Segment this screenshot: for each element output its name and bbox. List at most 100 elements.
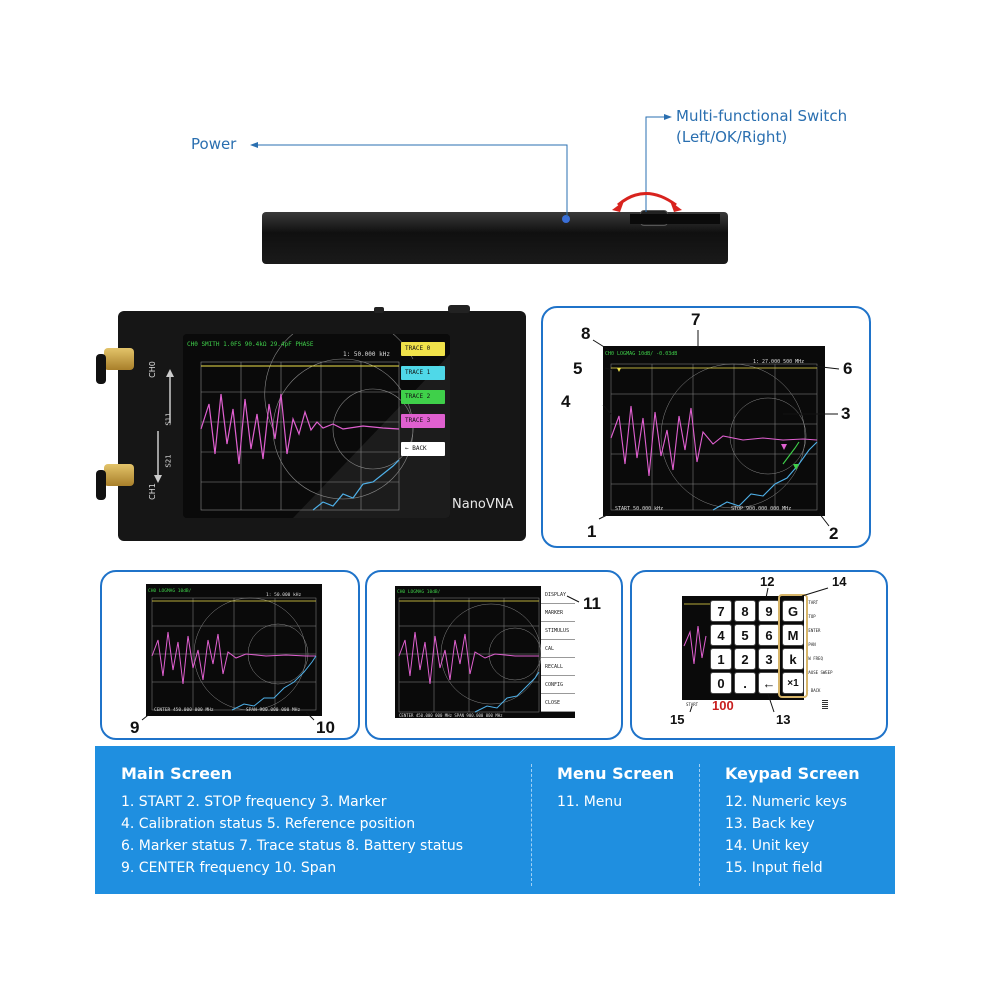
legend-box: Main Screen 1. START 2. STOP frequency 3… xyxy=(95,746,895,894)
numeric-key-7[interactable]: 7 xyxy=(710,600,732,622)
device-side-view xyxy=(262,210,728,264)
input-field[interactable]: START 100 xyxy=(682,698,838,714)
keypad-line-4: 15. Input field xyxy=(725,860,823,876)
main-screen-title: Main Screen xyxy=(121,764,233,783)
unit-key-m[interactable]: M xyxy=(782,624,804,646)
svg-text:CH0 LOGMAG 10dB/: CH0 LOGMAG 10dB/ xyxy=(148,588,192,594)
side-item-start[interactable]: START xyxy=(806,600,819,605)
keypad-line-3: 14. Unit key xyxy=(725,838,810,854)
numeric-key-9[interactable]: 9 xyxy=(758,600,780,622)
span-value[interactable]: SPAN 900.000 000 MHz xyxy=(246,708,301,713)
sma-connector-ch1[interactable] xyxy=(104,464,134,486)
side-item-center[interactable]: CENTER xyxy=(806,628,821,633)
menu-item-marker[interactable]: MARKER xyxy=(541,604,575,622)
center-span-graph: CH0 LOGMAG 10dB/ 1: 50.000 kHz xyxy=(148,588,317,711)
separator-1 xyxy=(531,764,532,886)
menu-item-cal[interactable]: CAL xyxy=(541,640,575,658)
port-arrows xyxy=(154,369,174,483)
side-item-stop[interactable]: STOP xyxy=(806,614,816,619)
device-top-button[interactable] xyxy=(448,305,470,313)
numeric-key-0[interactable]: 0 xyxy=(710,672,732,694)
input-field-cursor-icon xyxy=(822,700,828,710)
svg-text:1: 27.000 500 MHz: 1: 27.000 500 MHz xyxy=(753,359,804,365)
back-button[interactable]: ← BACK xyxy=(401,442,445,456)
switch-label: Multi-functional Switch (Left/OK/Right) xyxy=(676,106,847,148)
main-screen-panel: CH0 LOGMAG 10dB/ -0.03dB 1: 27.000 500 M… xyxy=(541,306,871,548)
unit-key-highlight xyxy=(778,594,808,698)
power-button[interactable] xyxy=(562,215,570,223)
center-panel-leader-lines xyxy=(141,711,315,721)
menu-item-close[interactable]: CLOSE xyxy=(541,694,575,712)
callout-3: 3 xyxy=(841,404,851,423)
menu-item-recall[interactable]: RECALL xyxy=(541,658,575,676)
callout-13: 13 xyxy=(776,712,791,727)
side-item-span[interactable]: SPAN xyxy=(806,642,816,647)
numeric-key-4[interactable]: 4 xyxy=(710,624,732,646)
trace-button-2[interactable]: TRACE 2 xyxy=(401,390,445,404)
menu-lcd: CH0 LOGMAG 10dB/ CENTER 450.000 000 MHz … xyxy=(395,586,575,718)
callout-5: 5 xyxy=(573,359,583,378)
callout-7: 7 xyxy=(691,310,701,329)
stop-frequency[interactable]: STOP 900.000 000 MHz xyxy=(731,506,792,512)
main-line-2: 4. Calibration status 5. Reference posit… xyxy=(121,816,416,832)
svg-text:CENTER 450.000 000 MHz SPA: CENTER 450.000 000 MHz SPAN 900.000 000 … xyxy=(399,713,503,718)
main-panel-leader-lines xyxy=(592,330,840,527)
keypad-bg-graph xyxy=(683,603,712,665)
device-top-button-small[interactable] xyxy=(374,307,384,313)
keypad-panel: START STOP CENTER SPAN CW FREQ PAUSE SWE… xyxy=(630,570,888,740)
svg-text:CH0 LOGMAG 10dB/: CH0 LOGMAG 10dB/ xyxy=(397,589,441,595)
input-field-value: 100 xyxy=(712,698,734,713)
side-item-back[interactable]: ← BACK xyxy=(806,688,821,693)
trace-button-3[interactable]: TRACE 3 xyxy=(401,414,445,428)
callout-6: 6 xyxy=(843,359,853,378)
callout-8: 8 xyxy=(581,324,591,343)
trace-button-1[interactable]: TRACE 1 xyxy=(401,366,445,380)
power-label: Power xyxy=(191,135,237,153)
unit-key-x1[interactable]: ×1 xyxy=(782,672,804,694)
numeric-key-5[interactable]: 5 xyxy=(734,624,756,646)
switch-label-line2: (Left/OK/Right) xyxy=(676,128,788,146)
callout-10: 10 xyxy=(316,718,335,737)
unit-key-k[interactable]: k xyxy=(782,648,804,670)
callout-4: 4 xyxy=(561,392,571,411)
cable-ch1 xyxy=(96,470,106,500)
svg-text:CH0 LOGMAG 10dB/ -0.03dB: CH0 LOGMAG 10dB/ -0.03dB xyxy=(605,351,677,357)
callout-14: 14 xyxy=(832,574,847,589)
main-screen-lcd: CH0 LOGMAG 10dB/ -0.03dB 1: 27.000 500 M… xyxy=(603,346,825,516)
menu-panel: CH0 LOGMAG 10dB/ CENTER 450.000 000 MHz … xyxy=(365,570,623,740)
keypad-line-1: 12. Numeric keys xyxy=(725,794,847,810)
center-span-panel: CH0 LOGMAG 10dB/ 1: 50.000 kHz CENTER 45… xyxy=(100,570,360,740)
center-frequency[interactable]: CENTER 450.000 000 MHz xyxy=(154,708,214,713)
start-frequency[interactable]: START 50.000 kHz xyxy=(615,506,664,512)
menu-item-display[interactable]: DISPLAY xyxy=(541,586,575,604)
cable-ch0 xyxy=(96,354,106,384)
device-brand: NanoVNA xyxy=(452,497,514,512)
center-span-lcd: CH0 LOGMAG 10dB/ 1: 50.000 kHz CENTER 45… xyxy=(146,584,322,716)
menu-graph: CH0 LOGMAG 10dB/ CENTER 450.000 000 MHz … xyxy=(397,589,542,718)
menu-line-1: 11. Menu xyxy=(557,794,623,810)
menu-screen-title: Menu Screen xyxy=(557,764,675,783)
side-item-pause-sweep[interactable]: PAUSE SWEEP xyxy=(806,670,833,675)
menu-item-config[interactable]: CONFIG xyxy=(541,676,575,694)
device-lcd: CH0 SMITH 1.0FS 90.4kΩ 29.4pF PHASE 1: 5… xyxy=(183,334,450,518)
callout-9: 9 xyxy=(130,718,140,737)
svg-text:1: 50.000 kHz: 1: 50.000 kHz xyxy=(266,592,302,598)
keypad-line-2: 13. Back key xyxy=(725,816,815,832)
trace-button-0[interactable]: TRACE 0 xyxy=(401,342,445,356)
svg-text:1: 50.000 kHz: 1: 50.000 kHz xyxy=(343,351,390,358)
menu-item-stimulus[interactable]: STIMULUS xyxy=(541,622,575,640)
side-item-cw-freq[interactable]: CW FREQ xyxy=(806,656,823,661)
svg-text:CH0 SMITH 1.0FS 90.4kΩ 29.4pF: CH0 SMITH 1.0FS 90.4kΩ 29.4pF PHASE xyxy=(187,341,314,348)
numeric-key-dot[interactable]: . xyxy=(734,672,756,694)
main-line-4: 9. CENTER frequency 10. Span xyxy=(121,860,337,876)
numeric-key-1[interactable]: 1 xyxy=(710,648,732,670)
numeric-key-8[interactable]: 8 xyxy=(734,600,756,622)
unit-key-g[interactable]: G xyxy=(782,600,804,622)
input-field-label: START xyxy=(686,702,699,707)
callout-1: 1 xyxy=(587,522,597,541)
keypad-screen-title: Keypad Screen xyxy=(725,764,860,783)
keypad-panel-leader-lines xyxy=(689,587,829,713)
numeric-key-2[interactable]: 2 xyxy=(734,648,756,670)
sma-connector-ch0[interactable] xyxy=(104,348,134,370)
callout-11: 11 xyxy=(583,594,601,613)
